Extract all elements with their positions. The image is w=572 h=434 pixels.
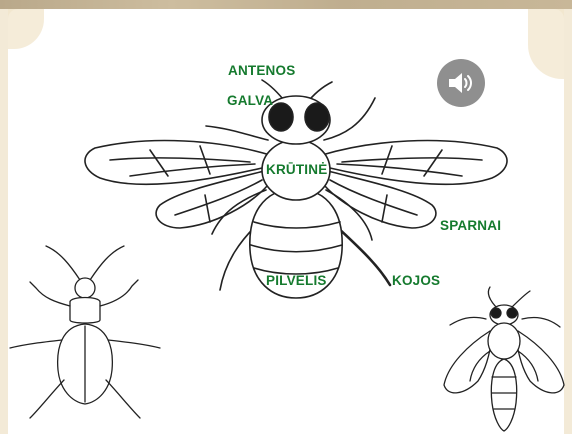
audio-button[interactable] [437,59,485,107]
beetle-illustration [0,240,170,434]
label-head[interactable]: GALVA [227,93,273,108]
label-legs[interactable]: KOJOS [392,273,440,288]
label-antennae[interactable]: ANTENOS [228,63,295,78]
speaker-icon [447,70,475,96]
label-abdomen[interactable]: PILVELIS [266,273,327,288]
fly-illustration [430,285,572,434]
label-thorax[interactable]: KRŪTINĖ [266,162,327,177]
label-wings[interactable]: SPARNAI [440,218,501,233]
